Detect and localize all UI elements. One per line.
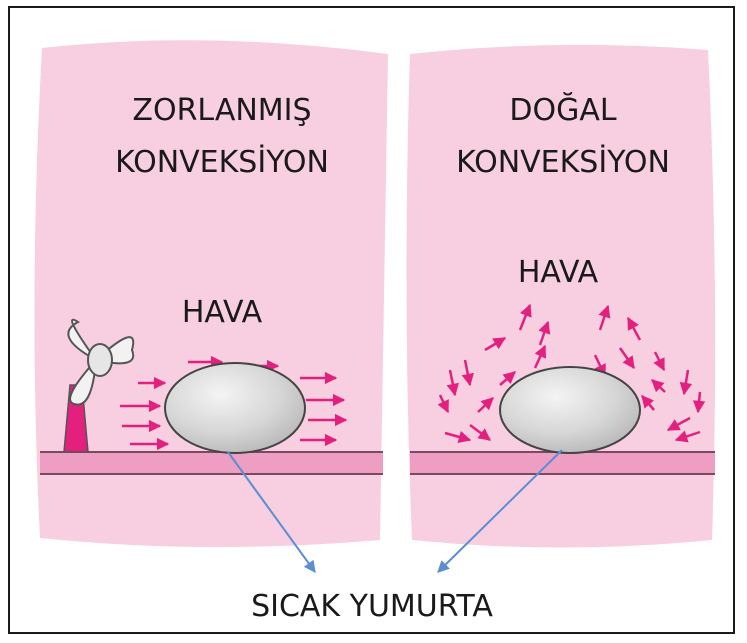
right-ground-band xyxy=(410,452,715,474)
right-hot-egg xyxy=(500,367,640,453)
left-hot-egg xyxy=(165,363,305,453)
left-air-label: HAVA xyxy=(182,295,263,330)
natural-convection-panel: DOĞAL KONVEKSİYON HAVA xyxy=(406,45,715,548)
left-title-line1: ZORLANMIŞ xyxy=(132,93,311,128)
right-title-line2: KONVEKSİYON xyxy=(456,144,670,180)
right-title-line1: DOĞAL xyxy=(509,91,616,128)
right-air-label: HAVA xyxy=(518,255,599,290)
forced-convection-panel: ZORLANMIŞ KONVEKSİYON HAVA xyxy=(34,40,388,547)
left-ground-band xyxy=(40,452,383,474)
caption-hot-egg: SICAK YUMURTA xyxy=(251,589,493,624)
left-title-line2: KONVEKSİYON xyxy=(115,144,329,180)
